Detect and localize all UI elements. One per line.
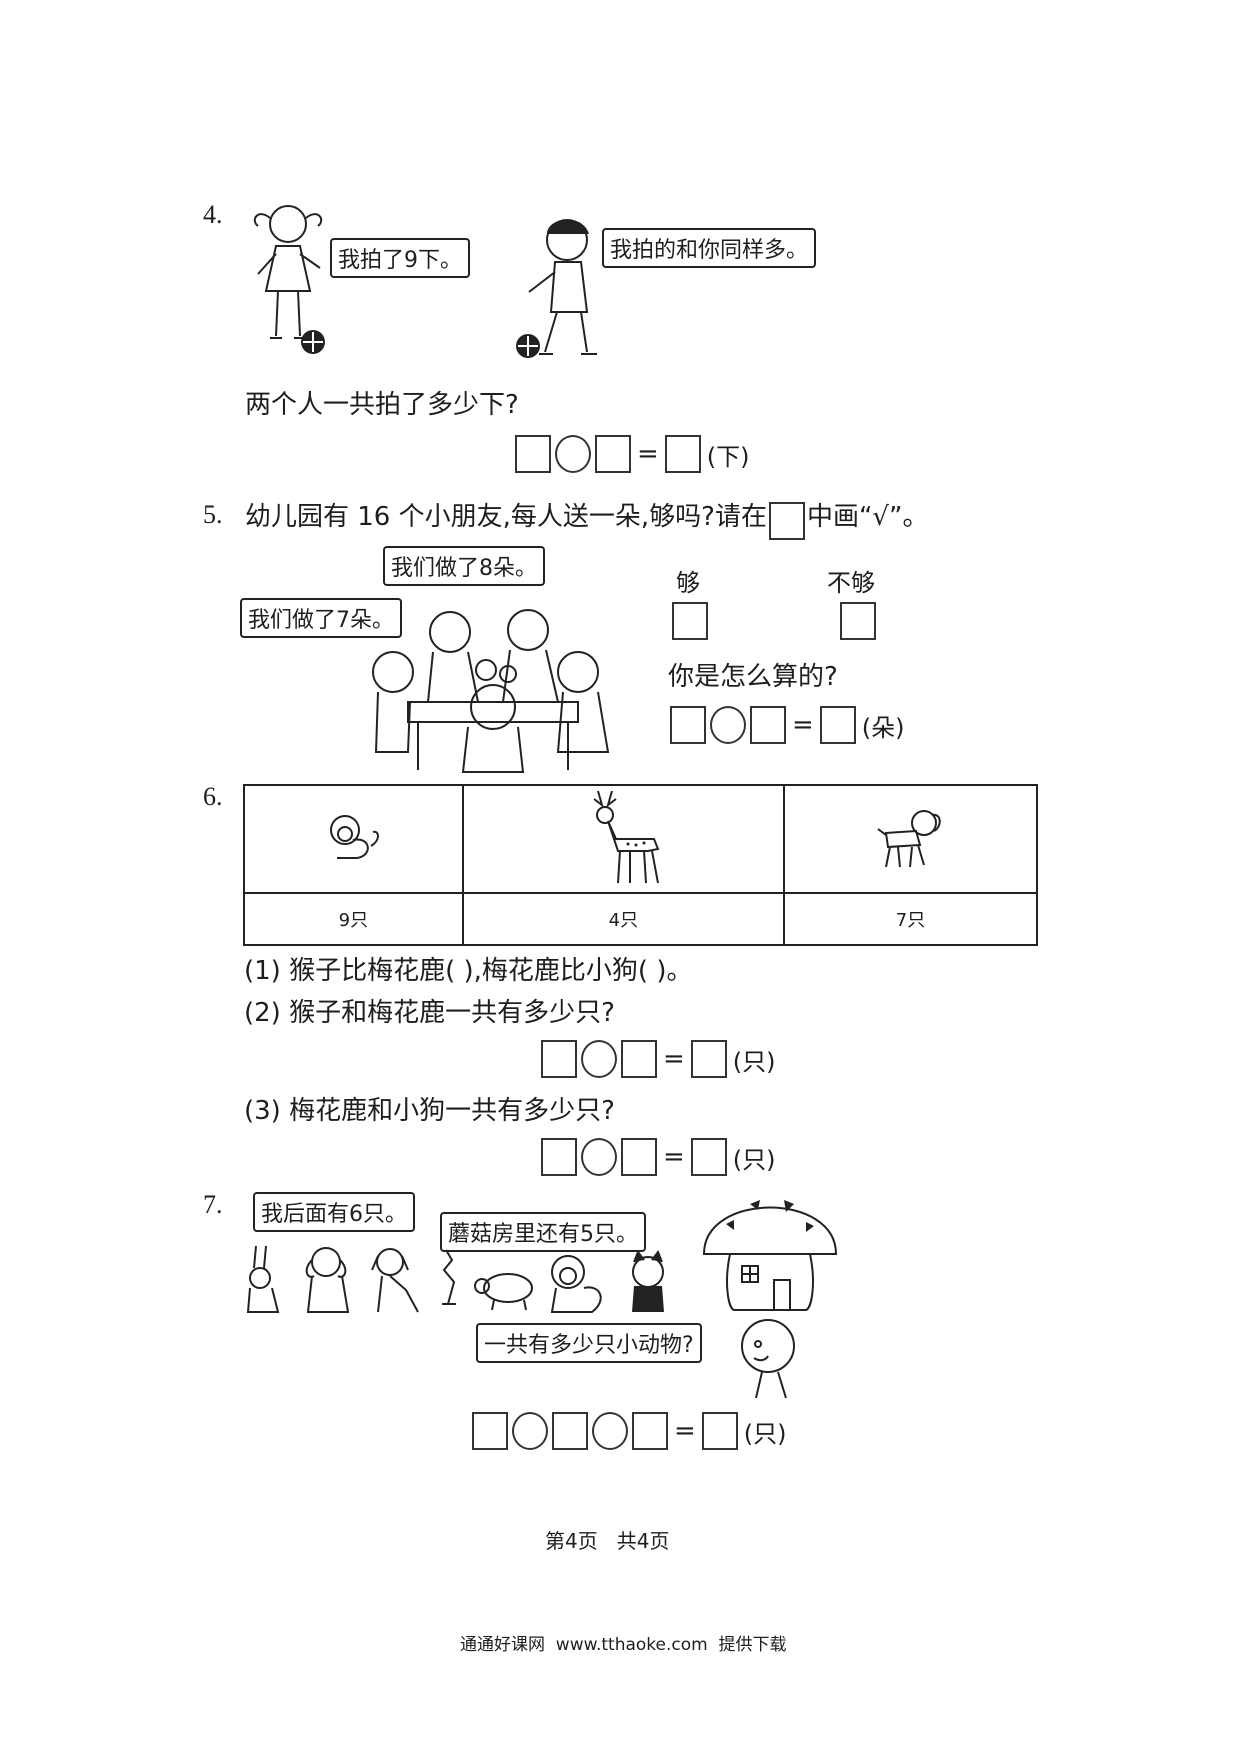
boy-asking-illustration bbox=[741, 1319, 795, 1399]
answer-box[interactable] bbox=[515, 435, 551, 473]
monkey-cell bbox=[243, 784, 464, 894]
q5-equation: = (朵) bbox=[668, 706, 905, 744]
q6-sub2-equation: = (只) bbox=[539, 1040, 776, 1078]
q5-question-text-end: 中画“√”。 bbox=[806, 502, 929, 532]
check-box-example bbox=[768, 501, 805, 540]
q6-sub2: (2) 猴子和梅花鹿一共有多少只? bbox=[244, 998, 615, 1028]
animal-count-table: 9只 4只 7只 bbox=[243, 784, 1038, 946]
puppy-count: 7只 bbox=[783, 892, 1038, 946]
unit-label: (朵) bbox=[861, 713, 905, 742]
answer-box[interactable] bbox=[750, 706, 786, 744]
answer-box[interactable] bbox=[690, 1138, 727, 1176]
q7-number: 7. bbox=[203, 1190, 223, 1219]
answer-box[interactable] bbox=[632, 1412, 668, 1450]
q5-how-question: 你是怎么算的? bbox=[668, 662, 838, 692]
equals-sign: = bbox=[663, 1044, 685, 1074]
q7-equation: = (只) bbox=[470, 1412, 787, 1450]
speech-bubble-question: 一共有多少只小动物? bbox=[476, 1323, 702, 1363]
monkey-count: 9只 bbox=[243, 892, 464, 946]
operator-circle[interactable] bbox=[555, 435, 591, 473]
speech-bubble-behind: 我后面有6只。 bbox=[253, 1192, 415, 1232]
q5-question-text: 幼儿园有 16 个小朋友,每人送一朵,够吗?请在 bbox=[245, 502, 767, 532]
equals-sign: = bbox=[663, 1142, 685, 1172]
q6-sub3: (3) 梅花鹿和小狗一共有多少只? bbox=[244, 1096, 615, 1126]
boy-bouncing-ball-illustration bbox=[516, 219, 597, 358]
q6-sub1: (1) 猴子比梅花鹿( ),梅花鹿比小狗( )。 bbox=[244, 956, 693, 986]
monkey-icon bbox=[330, 814, 380, 859]
answer-box[interactable] bbox=[595, 435, 631, 473]
speech-bubble-house: 蘑菇房里还有5只。 bbox=[440, 1212, 646, 1252]
q4-equation: = (下) bbox=[513, 435, 750, 473]
boy-speech-bubble: 我拍的和你同样多。 bbox=[602, 228, 817, 268]
equals-sign: = bbox=[637, 439, 659, 469]
mushroom-house-illustration bbox=[702, 1200, 838, 1311]
q4-number: 4. bbox=[203, 200, 223, 229]
puppy-icon bbox=[876, 809, 941, 867]
deer-icon bbox=[593, 790, 660, 884]
operator-circle[interactable] bbox=[581, 1138, 617, 1176]
answer-box[interactable] bbox=[819, 706, 856, 744]
option-not-enough-label: 不够 bbox=[827, 569, 875, 597]
equals-sign: = bbox=[792, 710, 814, 740]
site-footer: 通通好课网 www.tthaoke.com 提供下载 bbox=[460, 1635, 787, 1655]
answer-box[interactable] bbox=[541, 1040, 577, 1078]
answer-box[interactable] bbox=[621, 1040, 657, 1078]
operator-circle[interactable] bbox=[710, 706, 746, 744]
answer-box[interactable] bbox=[690, 1040, 727, 1078]
answer-box[interactable] bbox=[552, 1412, 588, 1450]
equals-sign: = bbox=[674, 1416, 696, 1446]
q6-number: 6. bbox=[203, 782, 223, 811]
puppy-cell bbox=[783, 784, 1038, 894]
children-making-flowers-illustration bbox=[372, 609, 610, 773]
answer-box[interactable] bbox=[701, 1412, 738, 1450]
enough-check-box[interactable] bbox=[672, 602, 708, 640]
girl-speech-bubble: 我拍了9下。 bbox=[330, 238, 470, 278]
q5-question: 幼儿园有 16 个小朋友,每人送一朵,够吗?请在 中画“√”。 bbox=[245, 496, 928, 540]
animal-queue-illustration bbox=[246, 1245, 664, 1313]
operator-circle[interactable] bbox=[581, 1040, 617, 1078]
unit-label: (只) bbox=[732, 1047, 776, 1076]
answer-box[interactable] bbox=[664, 435, 701, 473]
not-enough-check-box[interactable] bbox=[840, 602, 876, 640]
operator-circle[interactable] bbox=[512, 1412, 548, 1450]
q6-sub3-equation: = (只) bbox=[539, 1138, 776, 1176]
answer-box[interactable] bbox=[472, 1412, 508, 1450]
q4-question: 两个人一共拍了多少下? bbox=[245, 390, 519, 420]
answer-box[interactable] bbox=[670, 706, 706, 744]
page-number-footer: 第4页 共4页 bbox=[545, 1529, 670, 1553]
answer-box[interactable] bbox=[621, 1138, 657, 1176]
operator-circle[interactable] bbox=[592, 1412, 628, 1450]
answer-box[interactable] bbox=[541, 1138, 577, 1176]
unit-label: (下) bbox=[706, 442, 750, 471]
deer-cell bbox=[461, 784, 786, 894]
speech-bubble-8: 我们做了8朵。 bbox=[383, 546, 545, 586]
girl-bouncing-ball-illustration bbox=[253, 205, 325, 354]
unit-label: (只) bbox=[732, 1145, 776, 1174]
deer-count: 4只 bbox=[461, 892, 786, 946]
unit-label: (只) bbox=[743, 1419, 787, 1448]
q5-number: 5. bbox=[203, 500, 223, 529]
speech-bubble-7: 我们做了7朵。 bbox=[240, 598, 402, 638]
option-enough-label: 够 bbox=[676, 569, 700, 597]
